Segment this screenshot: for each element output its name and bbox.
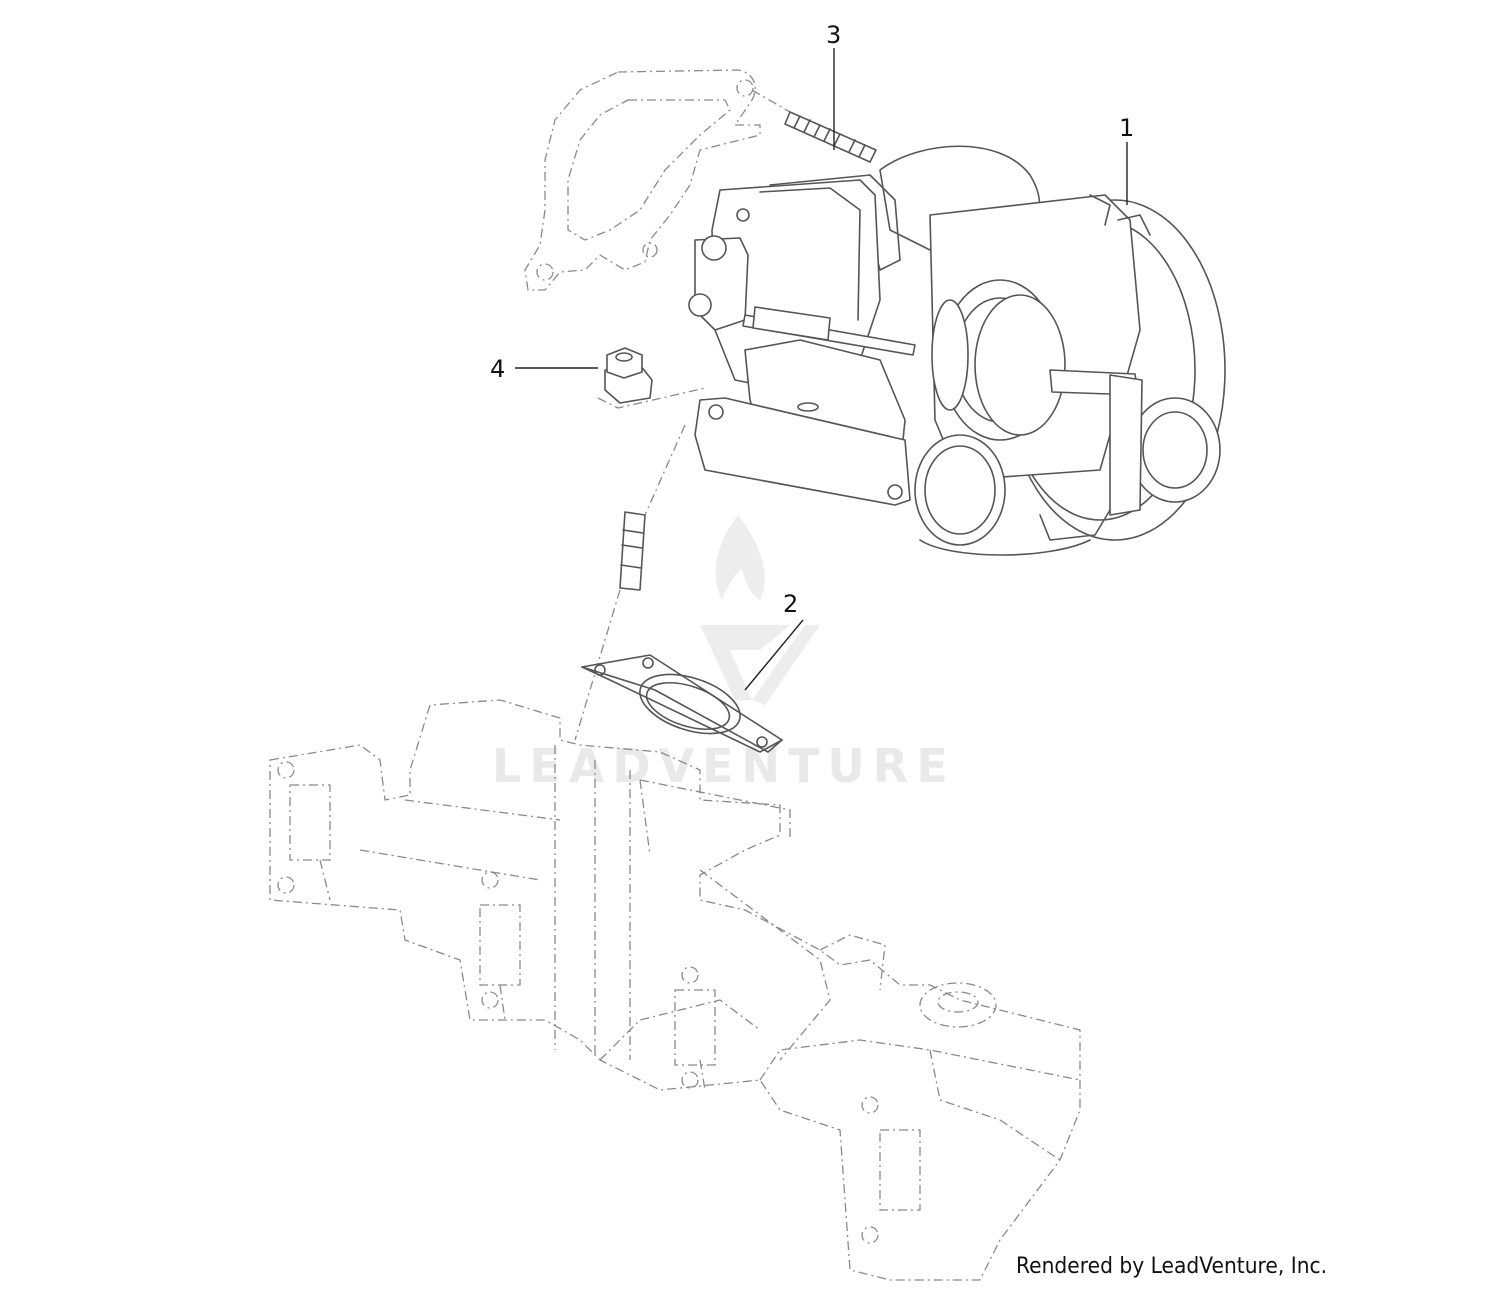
render-credit: Rendered by LeadVenture, Inc. — [1016, 1254, 1328, 1279]
turbocharger-part-1 — [688, 145, 1226, 556]
callout-2: 2 — [783, 590, 798, 618]
callout-1: 1 — [1119, 114, 1134, 142]
callout-3: 3 — [826, 21, 841, 49]
phantom-exhaust-manifold — [269, 699, 1081, 1281]
gasket-part-2 — [581, 654, 783, 753]
stud-centerline-upper — [644, 424, 686, 516]
leader-line-2 — [744, 619, 804, 691]
nut-part-4 — [604, 347, 653, 404]
nut-phantom-guide — [597, 387, 706, 409]
watermark-text: LEADVENTURE — [492, 739, 956, 793]
callout-4: 4 — [490, 355, 505, 383]
lower-stud — [619, 511, 646, 591]
watermark-logo — [700, 515, 820, 705]
phantom-gasket-outline — [524, 69, 791, 291]
stud-part-3 — [784, 111, 877, 163]
